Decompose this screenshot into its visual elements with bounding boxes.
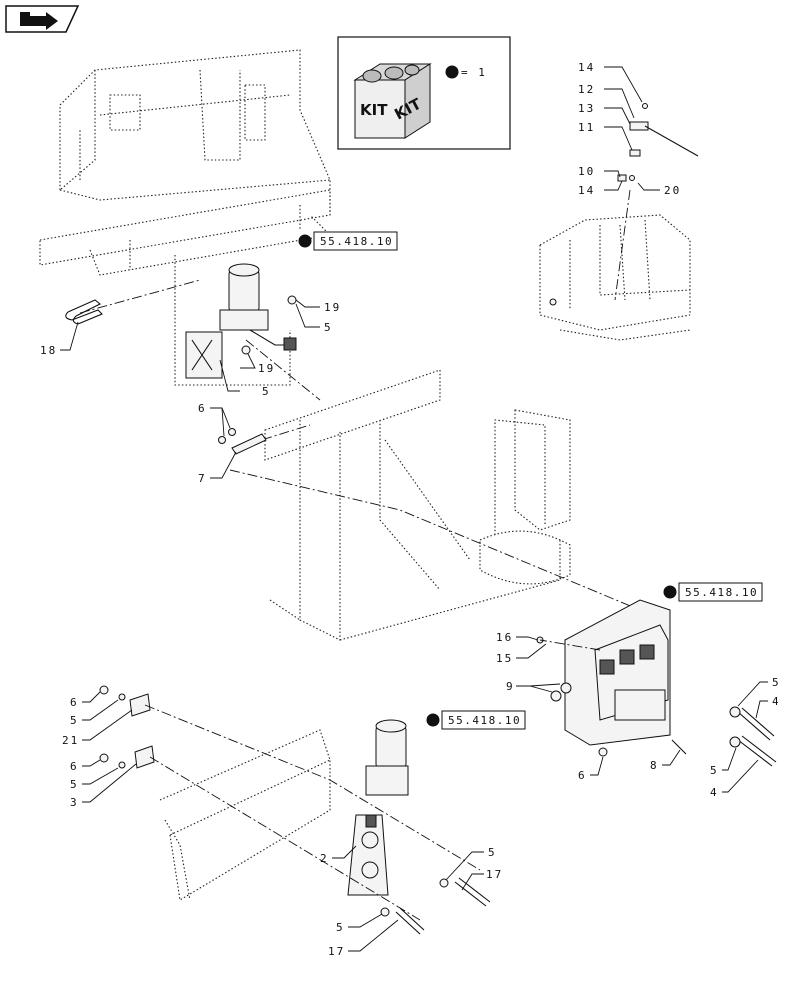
kit-box-icon: KIT KIT	[353, 63, 432, 139]
callout-19: 19	[324, 301, 341, 314]
reference-tag-3[interactable]: 55.418.10	[426, 710, 526, 730]
callout-17: 17	[328, 945, 345, 958]
reference-tag-1[interactable]: 55.418.10	[298, 231, 398, 251]
callout-5: 5	[710, 764, 719, 777]
callout-2: 2	[320, 852, 329, 865]
callout-3: 3	[70, 796, 79, 809]
callout-5: 5	[488, 846, 497, 859]
callout-20: 20	[664, 184, 681, 197]
callout-6: 6	[70, 760, 79, 773]
u-clamp-part	[65, 299, 103, 325]
callout-15: 15	[496, 652, 513, 665]
callout-14: 14	[578, 184, 595, 197]
central-frame	[229, 369, 641, 641]
reference-tag-2[interactable]: 55.418.10	[663, 582, 763, 602]
callout-5: 5	[336, 921, 345, 934]
lower-pump-assembly	[99, 685, 491, 935]
callout-6: 6	[578, 769, 587, 782]
kit-quantity: = 1	[461, 66, 487, 79]
callout-21: 21	[62, 734, 79, 747]
reference-text: 55.418.10	[320, 235, 393, 248]
valve-block-assembly	[536, 599, 777, 767]
callout-5: 5	[262, 385, 271, 398]
callout-6: 6	[198, 402, 207, 415]
reference-text: 55.418.10	[685, 586, 758, 599]
callout-leaders	[60, 66, 768, 952]
upper-mount-plate	[185, 331, 223, 379]
frame-top-right	[539, 103, 699, 341]
callout-12: 12	[578, 83, 595, 96]
frame-top-left	[39, 49, 332, 276]
strap-part	[218, 428, 267, 455]
callout-5: 5	[70, 778, 79, 791]
kit-legend-box: KIT KIT = 1	[337, 36, 511, 150]
callout-4: 4	[710, 786, 719, 799]
callout-5: 5	[70, 714, 79, 727]
callout-10: 10	[578, 165, 595, 178]
callout-11: 11	[578, 121, 595, 134]
kit-label-left: KIT	[360, 101, 388, 119]
callout-4: 4	[772, 695, 781, 708]
callout-7: 7	[198, 472, 207, 485]
callout-19: 19	[258, 362, 275, 375]
callout-5: 5	[772, 676, 781, 689]
kit-bullet-icon	[445, 65, 459, 79]
upper-pump-assembly	[79, 255, 321, 401]
callout-9: 9	[506, 680, 515, 693]
next-page-arrow-icon[interactable]	[5, 5, 80, 33]
callout-17: 17	[486, 868, 503, 881]
callout-14: 14	[578, 61, 595, 74]
callout-16: 16	[496, 631, 513, 644]
callout-18: 18	[40, 344, 57, 357]
callout-labels: 14 12 13 11 10 14 20 18 19 5 19 5 6 7 16…	[40, 61, 781, 958]
callout-13: 13	[578, 102, 595, 115]
reference-text: 55.418.10	[448, 714, 521, 727]
callout-5: 5	[324, 321, 333, 334]
callout-6: 6	[70, 696, 79, 709]
callout-8: 8	[650, 759, 659, 772]
